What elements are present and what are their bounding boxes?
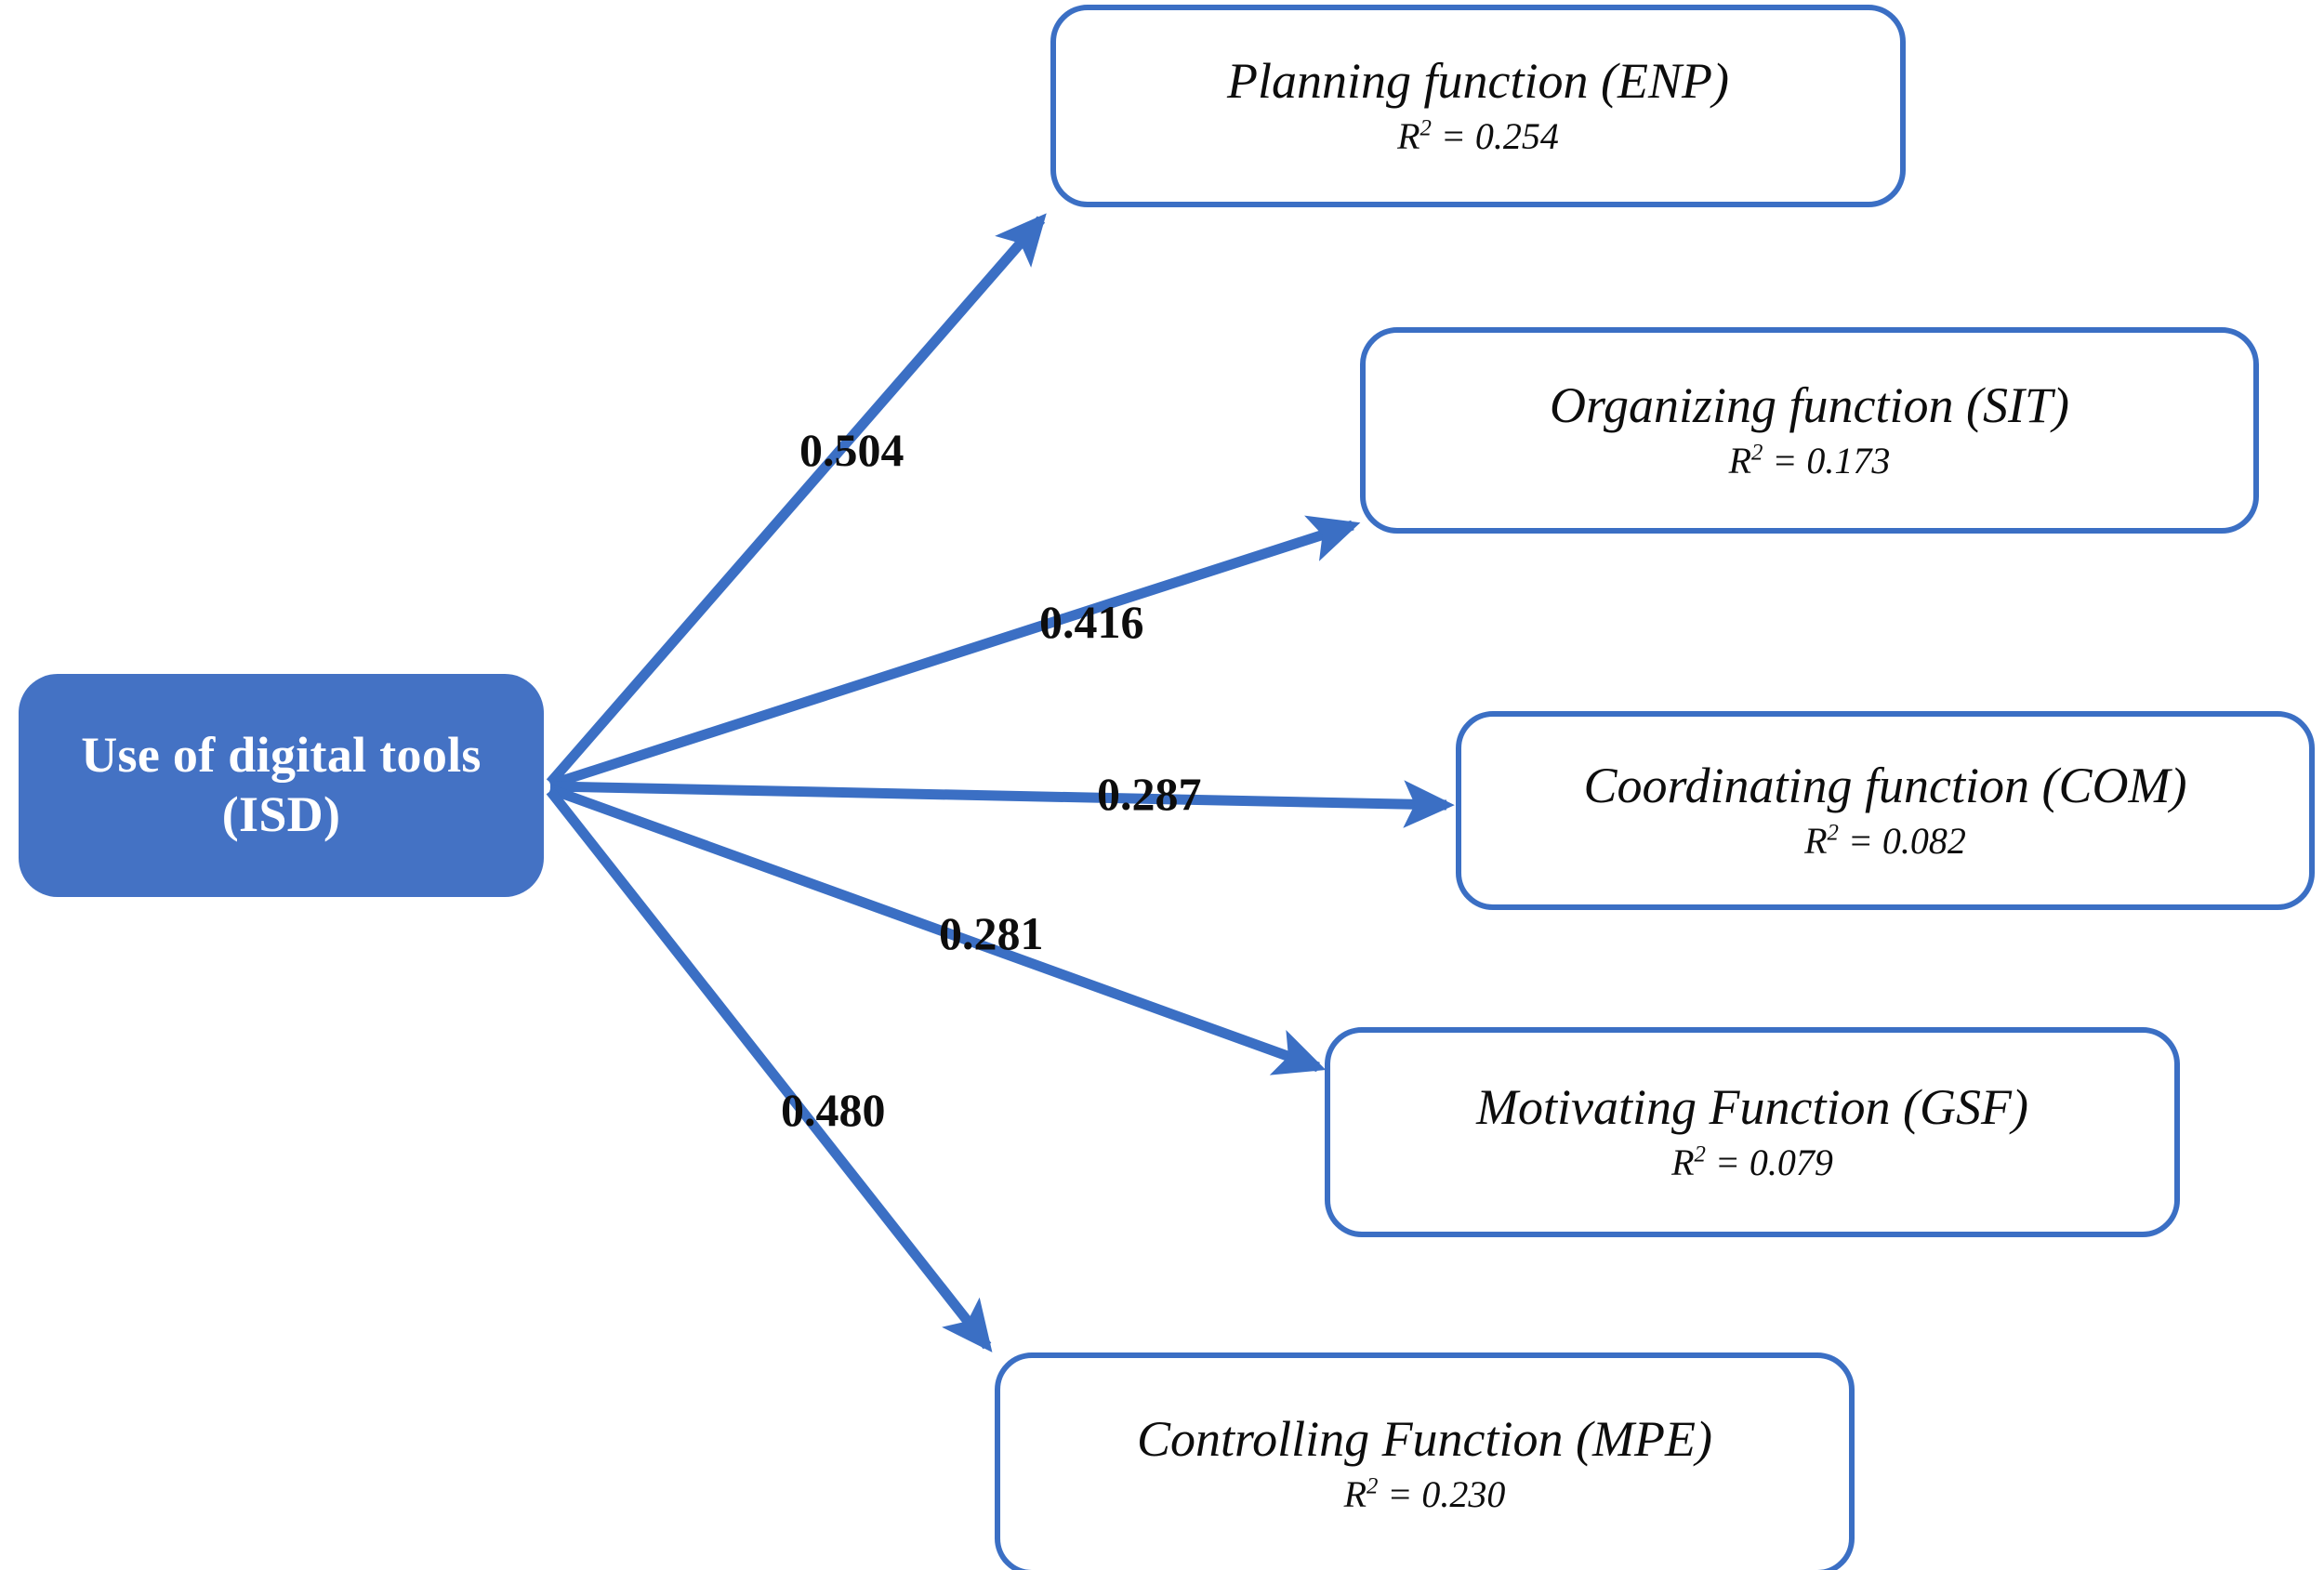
r-squared-symbol: R [1343,1472,1367,1515]
edge-isd-to-gsf [548,784,1327,1075]
r-squared-value: = 0.082 [1838,819,1966,862]
node-use-of-digital-tools[interactable]: Use of digital tools (ISD) [19,674,544,897]
r-squared-value: = 0.254 [1431,114,1559,157]
node-title: Coordinating function (COM) [1583,758,2187,814]
node-coordinating-function[interactable]: Coordinating function (COM) R2 = 0.082 [1456,711,2315,910]
r-squared-exponent: 2 [1751,440,1763,466]
node-organizing-function[interactable]: Organizing function (SIT) R2 = 0.173 [1360,327,2259,534]
r-squared-value: = 0.173 [1763,439,1891,482]
edge-isd-to-com [549,780,1455,828]
node-r-squared: R2 = 0.254 [1397,115,1559,158]
source-node-line2: (ISD) [221,786,341,842]
node-title: Planning function (ENP) [1227,53,1729,110]
path-coefficient-sit: 0.416 [1039,596,1144,648]
edge-isd-to-enp [546,213,1047,786]
edge-isd-to-sit [548,515,1361,790]
path-coefficient-enp: 0.504 [799,424,905,476]
r-squared-exponent: 2 [1694,1141,1706,1168]
r-squared-symbol: R [1728,439,1752,482]
edge-isd-to-mpe [546,787,993,1352]
node-controlling-function[interactable]: Controlling Function (MPE) R2 = 0.230 [995,1352,1855,1570]
r-squared-exponent: 2 [1367,1473,1379,1499]
r-squared-symbol: R [1671,1141,1695,1183]
node-title: Controlling Function (MPE) [1137,1411,1712,1468]
node-title: Motivating Function (GSF) [1476,1079,2028,1136]
path-coefficient-mpe: 0.480 [781,1084,886,1136]
r-squared-value: = 0.230 [1378,1472,1506,1515]
r-squared-symbol: R [1804,819,1828,862]
node-r-squared: R2 = 0.079 [1671,1141,1833,1184]
path-coefficient-gsf: 0.281 [939,907,1044,959]
node-planning-function[interactable]: Planning function (ENP) R2 = 0.254 [1050,5,1906,207]
node-r-squared: R2 = 0.230 [1344,1473,1506,1516]
node-motivating-function[interactable]: Motivating Function (GSF) R2 = 0.079 [1325,1027,2180,1237]
source-node-line1: Use of digital tools [81,727,482,784]
node-r-squared: R2 = 0.173 [1729,440,1891,482]
r-squared-exponent: 2 [1827,820,1839,846]
r-squared-exponent: 2 [1419,115,1432,141]
node-r-squared: R2 = 0.082 [1804,820,1966,863]
r-squared-symbol: R [1397,114,1420,157]
node-title: Organizing function (SIT) [1550,377,2069,434]
path-coefficient-com: 0.287 [1097,768,1202,820]
r-squared-value: = 0.079 [1705,1141,1833,1183]
